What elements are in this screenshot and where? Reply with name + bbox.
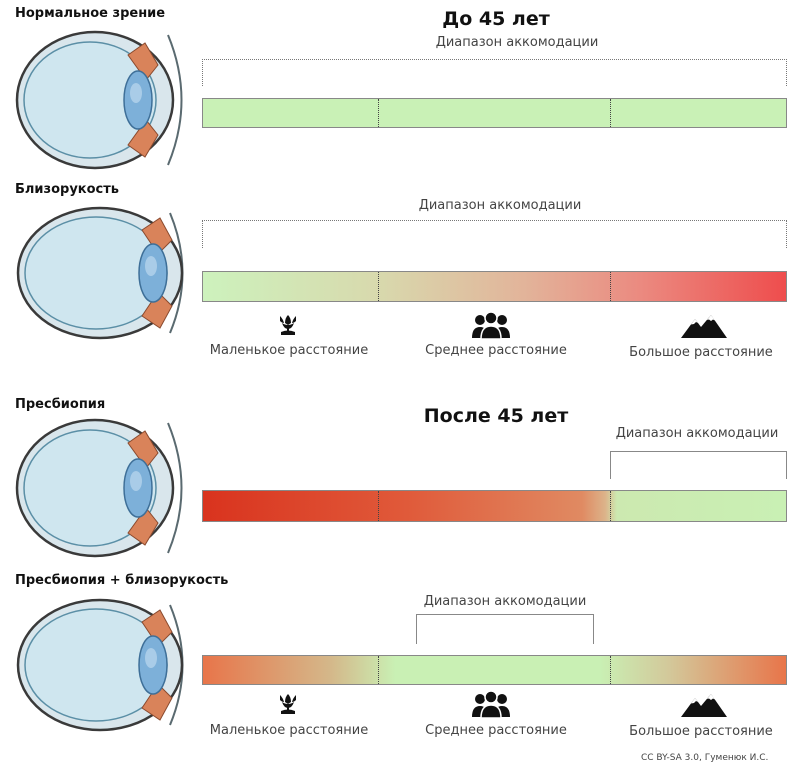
section-title-presbyopia: Пресбиопия	[15, 397, 106, 412]
flower-icon	[280, 694, 296, 714]
bar-divider	[610, 491, 611, 521]
range-label-normal: Диапазон аккомодации	[435, 35, 599, 50]
bar-divider	[378, 656, 379, 684]
bar-normal	[202, 98, 787, 128]
range-bracket-myopia	[202, 220, 787, 248]
range-bracket-presbyopia	[610, 451, 787, 479]
section-title-myopia: Близорукость	[15, 182, 120, 197]
bar-divider	[610, 272, 611, 301]
distance-label-large: Большое расстояние	[629, 345, 773, 360]
age-title-after-45: После 45 лет	[423, 405, 569, 427]
bar-myopia	[202, 271, 787, 302]
eye-presbyopia-myopia-illustration	[16, 598, 184, 732]
people-icon	[472, 690, 510, 719]
distance-label-medium: Среднее расстояние	[425, 343, 567, 358]
distance-label-small: Маленькое расстояние	[209, 343, 369, 358]
people-icon	[472, 311, 510, 340]
range-label-presbyopia-myopia: Диапазон аккомодации	[423, 594, 587, 609]
section-title-normal: Нормальное зрение	[15, 6, 166, 21]
mountains-icon	[681, 694, 727, 717]
bar-divider	[378, 99, 379, 127]
bar-presbyopia-myopia	[202, 655, 787, 685]
bar-divider	[378, 491, 379, 521]
range-bracket-presbyopia-myopia	[416, 614, 594, 644]
section-title-presbyopia-myopia: Пресбиопия + близорукость	[15, 573, 229, 588]
bar-presbyopia	[202, 490, 787, 522]
distance-label-large-2: Большое расстояние	[629, 724, 773, 739]
flower-icon	[280, 315, 296, 335]
eye-normal-illustration	[15, 30, 183, 170]
range-label-myopia: Диапазон аккомодации	[418, 198, 582, 213]
distance-label-small-2: Маленькое расстояние	[209, 723, 369, 738]
eye-myopia-illustration	[16, 206, 184, 340]
eye-presbyopia-illustration	[15, 418, 183, 558]
credit-text: CC BY-SA 3.0, Гуменюк И.С.	[641, 753, 769, 763]
bar-divider	[378, 272, 379, 301]
age-title-before-45: До 45 лет	[442, 8, 550, 30]
distance-label-medium-2: Среднее расстояние	[425, 723, 567, 738]
bar-divider	[610, 99, 611, 127]
mountains-icon	[681, 315, 727, 338]
bar-divider	[610, 656, 611, 684]
range-bracket-normal	[202, 59, 787, 86]
range-label-presbyopia: Диапазон аккомодации	[615, 426, 779, 441]
